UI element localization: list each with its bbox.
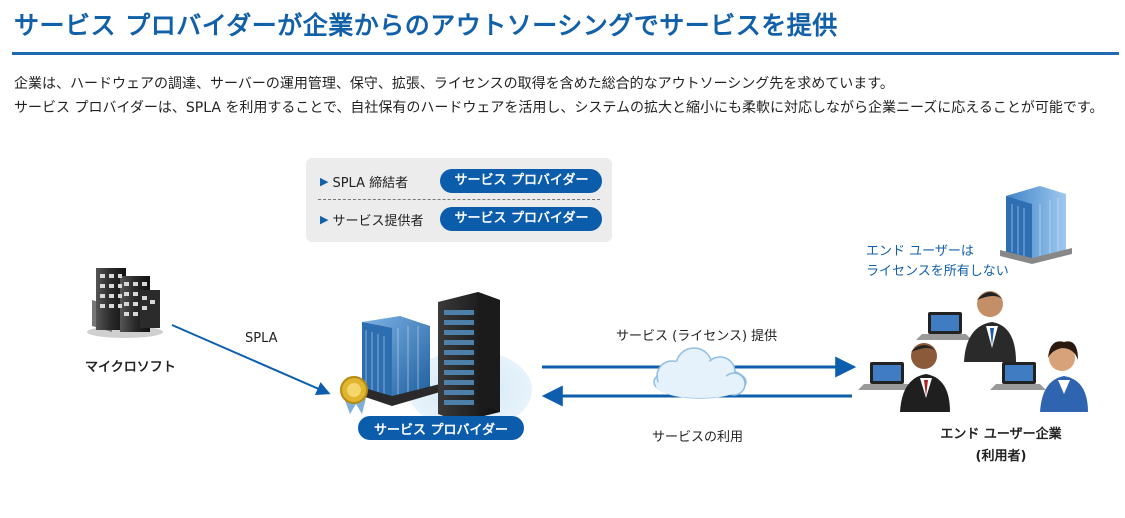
spla-arrow <box>171 324 331 395</box>
provider-pill-bg <box>358 416 524 440</box>
end-user-note: エンド ユーザーは ライセンスを所有しない <box>866 242 1009 282</box>
edge-spla-label: SPLA <box>245 331 278 346</box>
server-rack-icon <box>438 292 500 422</box>
end-user-label-line: エンド ユーザー企業 <box>940 427 1062 442</box>
node-provider-label: サービス プロバイダー <box>373 423 508 438</box>
role-summary-box: ▶ SPLA 締結者 サービス プロバイダー ▶ サービス提供者 サービス プロ… <box>306 158 612 242</box>
role-row-provider: ▶ サービス提供者 サービス プロバイダー <box>320 206 603 232</box>
building-icon <box>87 268 163 338</box>
triangle-bullet-icon: ▶ <box>320 212 329 226</box>
triangle-bullet-icon: ▶ <box>320 174 329 188</box>
office-glass-building-icon <box>350 316 440 406</box>
certificate-seal-icon <box>340 376 368 414</box>
person-laptop-icon <box>916 291 1016 362</box>
page-title: サービス プロバイダーが企業からのアウトソーシングでサービスを提供 <box>14 11 838 40</box>
title-divider <box>12 52 1119 55</box>
edge-use-label: サービスの利用 <box>652 430 744 445</box>
role-value-pill: サービス プロバイダー <box>440 169 603 193</box>
role-value-pill: サービス プロバイダー <box>440 207 603 231</box>
edge-provide-label: サービス (ライセンス) 提供 <box>616 329 778 344</box>
intro-paragraph-2: サービス プロバイダーは、SPLA を利用することで、自社保有のハードウェアを活… <box>14 100 1104 116</box>
office-tower-icon <box>1000 186 1072 264</box>
person-laptop-icon <box>990 341 1088 412</box>
node-end-user-label: エンド ユーザー企業 (利用者) <box>928 424 1074 468</box>
role-label: SPLA 締結者 <box>332 175 409 191</box>
node-microsoft-label: マイクロソフト <box>85 360 176 375</box>
role-divider <box>318 199 600 200</box>
intro-text: 企業は、ハードウェアの調達、サーバーの運用管理、保守、拡張、ライセンスの取得を含… <box>14 72 1104 120</box>
end-user-note-line: ライセンスを所有しない <box>866 264 1009 279</box>
role-label: サービス提供者 <box>332 213 424 229</box>
intro-paragraph-1: 企業は、ハードウェアの調達、サーバーの運用管理、保守、拡張、ライセンスの取得を含… <box>14 76 894 92</box>
end-user-label-line: (利用者) <box>975 449 1027 464</box>
person-laptop-icon <box>858 343 950 412</box>
role-row-spla: ▶ SPLA 締結者 サービス プロバイダー <box>320 168 603 194</box>
end-user-note-line: エンド ユーザーは <box>866 244 974 259</box>
cloud-icon <box>653 347 747 399</box>
